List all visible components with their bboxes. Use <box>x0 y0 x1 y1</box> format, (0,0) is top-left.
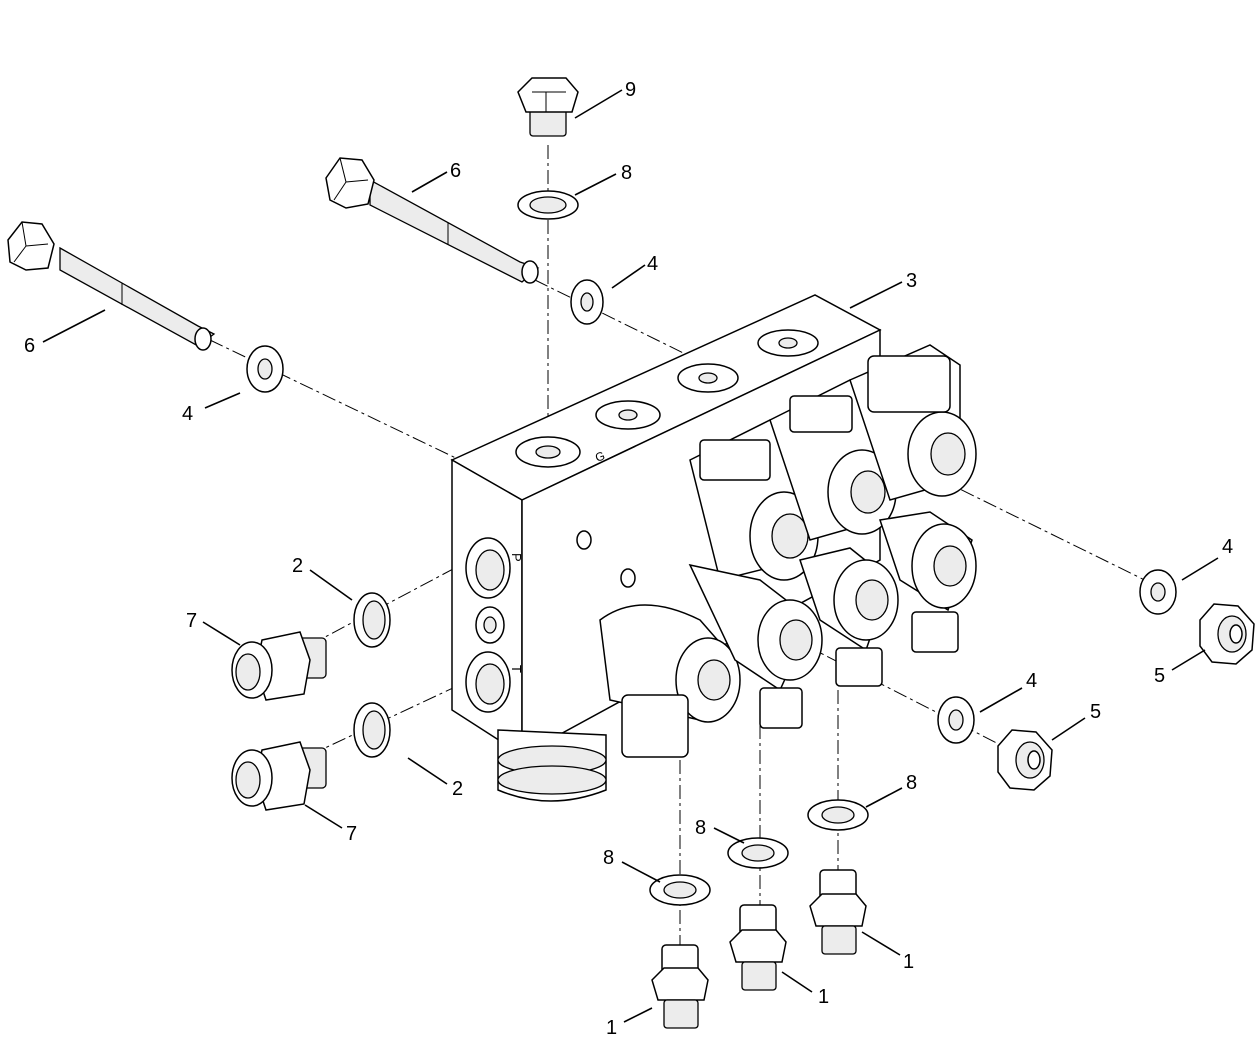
callout-5: 5 <box>1090 701 1101 723</box>
callout-6: 6 <box>24 335 35 357</box>
solenoid-coil-upper-3 <box>849 344 977 501</box>
callout-4: 4 <box>1222 536 1233 558</box>
callout-7: 7 <box>346 823 357 845</box>
solenoid-coil-lower-1 <box>599 604 741 758</box>
callout-5: 5 <box>1154 665 1165 687</box>
callout-4: 4 <box>182 403 193 425</box>
callout-1: 1 <box>903 951 914 973</box>
flat-washer-right <box>1139 569 1177 615</box>
callout-2: 2 <box>452 778 463 800</box>
sealing-washer-bottom-3 <box>807 799 869 831</box>
callout-1: 1 <box>606 1017 617 1039</box>
callout-3: 3 <box>906 270 917 292</box>
straight-adapter-3 <box>809 869 867 955</box>
hex-bolt-long-left <box>7 221 216 351</box>
solenoid-coil-upper-1 <box>689 419 819 581</box>
lock-nut-lower <box>997 729 1053 791</box>
solenoid-coil-lower-3 <box>799 547 899 687</box>
hex-plug-top <box>517 77 579 137</box>
callout-8: 8 <box>603 847 614 869</box>
straight-adapter-1 <box>651 944 709 1029</box>
port-mark-t: T <box>509 665 524 673</box>
flat-washer-left <box>246 345 284 393</box>
solenoid-coil-lower-4 <box>879 511 977 653</box>
callout-8: 8 <box>906 772 917 794</box>
solenoid-coil-upper-2 <box>769 379 897 541</box>
callout-4: 4 <box>1026 670 1037 692</box>
hydraulic-fitting-lower <box>231 741 327 811</box>
callout-8: 8 <box>621 162 632 184</box>
straight-adapter-2 <box>729 904 787 991</box>
hydraulic-fitting-upper <box>231 631 327 701</box>
callout-1: 1 <box>818 986 829 1008</box>
flat-washer-lower-right <box>937 696 975 744</box>
leader-lines <box>42 89 1219 1023</box>
lock-nut-right <box>1199 603 1255 665</box>
callout-6: 6 <box>450 160 461 182</box>
port-markings: P T G <box>509 448 607 673</box>
callout-7: 7 <box>186 610 197 632</box>
solenoid-coil-lower-2 <box>688 563 823 729</box>
sealing-washer-bottom-1 <box>649 874 711 906</box>
port-mark-p: P <box>509 553 524 562</box>
callout-2: 2 <box>292 555 303 577</box>
callout-9: 9 <box>625 79 636 101</box>
callout-8: 8 <box>695 817 706 839</box>
o-ring-seal-upper <box>353 592 391 648</box>
hex-bolt-long-upper <box>325 157 540 284</box>
sealing-washer-top <box>517 190 579 220</box>
port-mark-g: G <box>593 448 607 464</box>
o-ring-seal-lower <box>353 702 391 758</box>
sealing-washer-bottom-2 <box>727 837 789 869</box>
callout-labels: 9 8 6 6 4 3 4 2 7 2 7 4 5 4 5 8 8 8 1 1 … <box>24 79 1233 1039</box>
flat-washer-upper <box>570 279 604 325</box>
callout-4: 4 <box>647 253 658 275</box>
